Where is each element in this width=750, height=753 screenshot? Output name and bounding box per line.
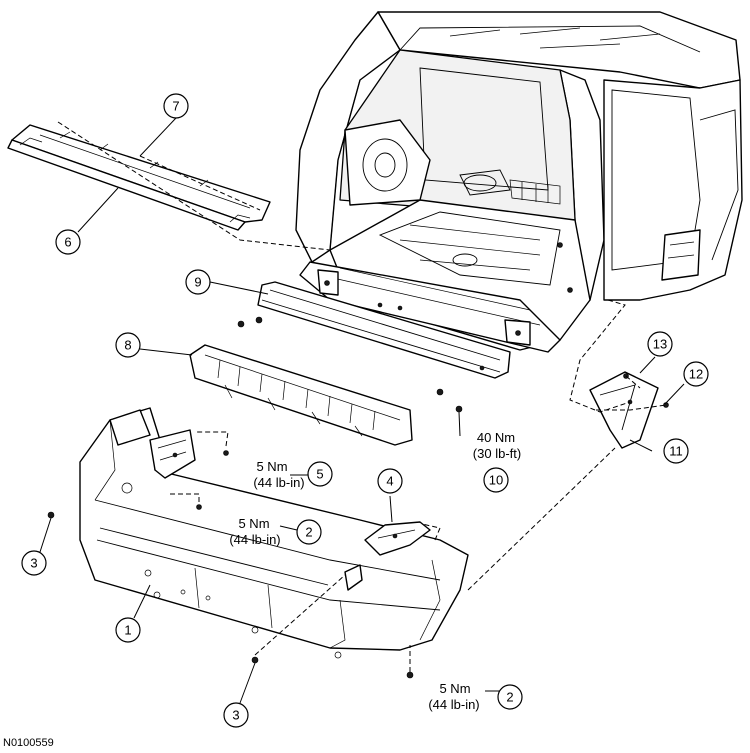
torque-imperial: (44 lb-in) (253, 475, 304, 490)
callout-12: 12 (683, 361, 709, 387)
vehicle-body-rear (295, 11, 743, 353)
bumper-reinforcement-beam (257, 281, 511, 379)
right-side-bracket (364, 521, 431, 556)
callout-3-left: 3 (21, 550, 47, 576)
torque-nm: 5 Nm (256, 459, 287, 474)
svg-text:11: 11 (669, 444, 683, 459)
rear-bumper-cover (79, 407, 469, 659)
torque-imperial: (44 lb-in) (428, 697, 479, 712)
svg-text:13: 13 (653, 337, 667, 352)
figure-id: N0100559 (3, 737, 54, 749)
callout-7: 7 (163, 93, 189, 119)
callout-8: 8 (115, 332, 141, 358)
callout-13: 13 (647, 331, 673, 357)
svg-text:2: 2 (506, 690, 513, 705)
upper-bumper-cover-panel (7, 124, 271, 231)
torque-nm: 5 Nm (238, 516, 269, 531)
svg-text:3: 3 (30, 556, 37, 571)
torque-nm: 5 Nm (439, 681, 470, 696)
torque-spec-part-2-upper: 5 Nm (44 lb-in) (229, 516, 280, 547)
svg-text:5: 5 (316, 467, 323, 482)
torque-spec-part-5: 5 Nm (44 lb-in) (253, 459, 304, 490)
svg-text:10: 10 (489, 473, 503, 488)
callout-2-upper: 2 (296, 519, 322, 545)
torque-nm: 40 Nm (477, 430, 515, 445)
svg-text:1: 1 (124, 623, 131, 638)
torque-spec-part-10: 40 Nm (30 lb-ft) (473, 430, 521, 461)
svg-text:7: 7 (172, 99, 179, 114)
svg-text:9: 9 (194, 275, 201, 290)
callout-1: 1 (115, 617, 141, 643)
callout-10: 10 (483, 467, 509, 493)
callout-5: 5 (307, 461, 333, 487)
callout-6: 6 (55, 229, 81, 255)
svg-text:4: 4 (386, 474, 393, 489)
fasteners (47, 316, 669, 679)
leader-lines (39, 117, 685, 704)
svg-text:8: 8 (124, 338, 131, 353)
callout-11: 11 (663, 438, 689, 464)
svg-text:6: 6 (64, 235, 71, 250)
assembly-lines (57, 121, 667, 672)
torque-spec-part-2-lower: 5 Nm (44 lb-in) (428, 681, 479, 712)
callout-2-lower: 2 (497, 684, 523, 710)
energy-absorber (189, 344, 413, 446)
callout-9: 9 (185, 269, 211, 295)
callout-4: 4 (377, 468, 403, 494)
svg-text:3: 3 (232, 708, 239, 723)
torque-imperial: (44 lb-in) (229, 532, 280, 547)
svg-text:12: 12 (689, 367, 703, 382)
torque-imperial: (30 lb-ft) (473, 446, 521, 461)
left-side-bracket (149, 429, 196, 479)
callout-3-bottom: 3 (223, 702, 249, 728)
svg-text:2: 2 (305, 525, 312, 540)
